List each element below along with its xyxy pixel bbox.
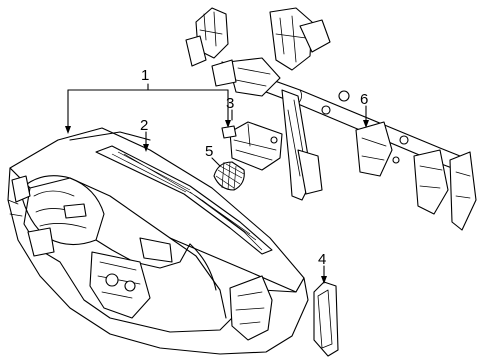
callout-1: 1	[141, 67, 149, 84]
leader-lines	[65, 83, 369, 284]
callout-2: 2	[140, 117, 148, 134]
callout-5: 5	[205, 143, 213, 160]
callout-6: 6	[360, 91, 368, 108]
top-trim-strip	[95, 145, 273, 255]
defroster-strip	[69, 131, 151, 141]
side-trim-panel	[313, 281, 339, 357]
callout-4: 4	[318, 251, 326, 268]
instrument-panel	[7, 127, 309, 355]
callout-3: 3	[226, 95, 234, 112]
module-bracket	[221, 121, 283, 171]
cross-car-beam	[185, 7, 477, 231]
vent-grille	[213, 161, 245, 191]
